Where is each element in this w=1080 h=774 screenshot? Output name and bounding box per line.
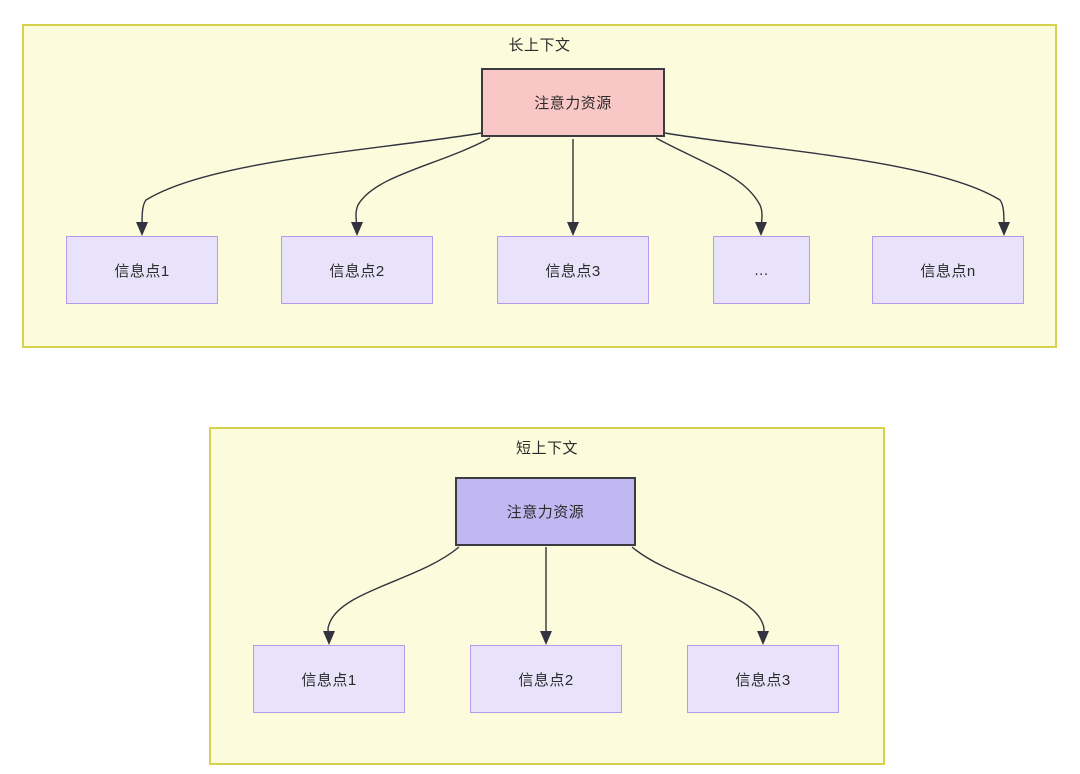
long-context-panel-title: 长上下文 xyxy=(508,37,571,54)
long-context-info-point-n-label: 信息点n xyxy=(920,262,976,280)
short-context-info-point-2[interactable]: 信息点2 xyxy=(470,645,622,713)
long-context-info-point-n[interactable]: 信息点n xyxy=(872,236,1024,304)
long-context-info-point-3[interactable]: 信息点3 xyxy=(497,236,649,304)
short-context-panel-title: 短上下文 xyxy=(515,440,578,457)
short-context-info-point-2-label: 信息点2 xyxy=(518,671,574,689)
long-context-info-point-1-label: 信息点1 xyxy=(114,262,170,280)
short-context-info-point-3-label: 信息点3 xyxy=(735,671,791,689)
short-context-info-point-1[interactable]: 信息点1 xyxy=(253,645,405,713)
long-context-info-point-1[interactable]: 信息点1 xyxy=(66,236,218,304)
short-context-info-point-1-label: 信息点1 xyxy=(301,671,357,689)
short-context-info-point-3[interactable]: 信息点3 xyxy=(687,645,839,713)
short-context-attention-resource-node[interactable]: 注意力资源 xyxy=(455,477,636,546)
long-context-info-point-ellipsis-label: ... xyxy=(754,261,769,279)
long-context-info-point-ellipsis[interactable]: ... xyxy=(713,236,810,304)
long-context-info-point-2[interactable]: 信息点2 xyxy=(281,236,433,304)
long-context-attention-resource-node[interactable]: 注意力资源 xyxy=(481,68,665,137)
long-context-attention-resource-label: 注意力资源 xyxy=(534,95,612,112)
long-context-info-point-2-label: 信息点2 xyxy=(329,262,385,280)
short-context-attention-resource-label: 注意力资源 xyxy=(506,504,585,521)
long-context-info-point-3-label: 信息点3 xyxy=(545,262,601,280)
